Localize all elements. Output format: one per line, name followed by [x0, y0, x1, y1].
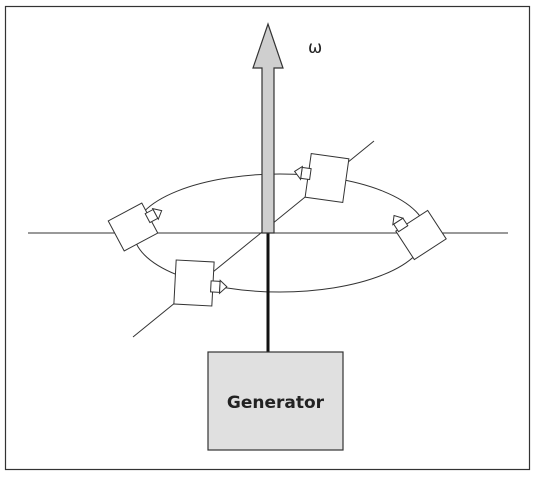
cup-back — [293, 153, 350, 203]
generator-box — [207, 351, 344, 451]
omega-label: ω — [308, 38, 322, 58]
cup-right — [392, 209, 447, 261]
generator-label: Generator — [227, 393, 325, 413]
cup-front — [173, 259, 228, 307]
cup-left — [107, 202, 163, 252]
angular-velocity-arrow — [252, 22, 284, 234]
